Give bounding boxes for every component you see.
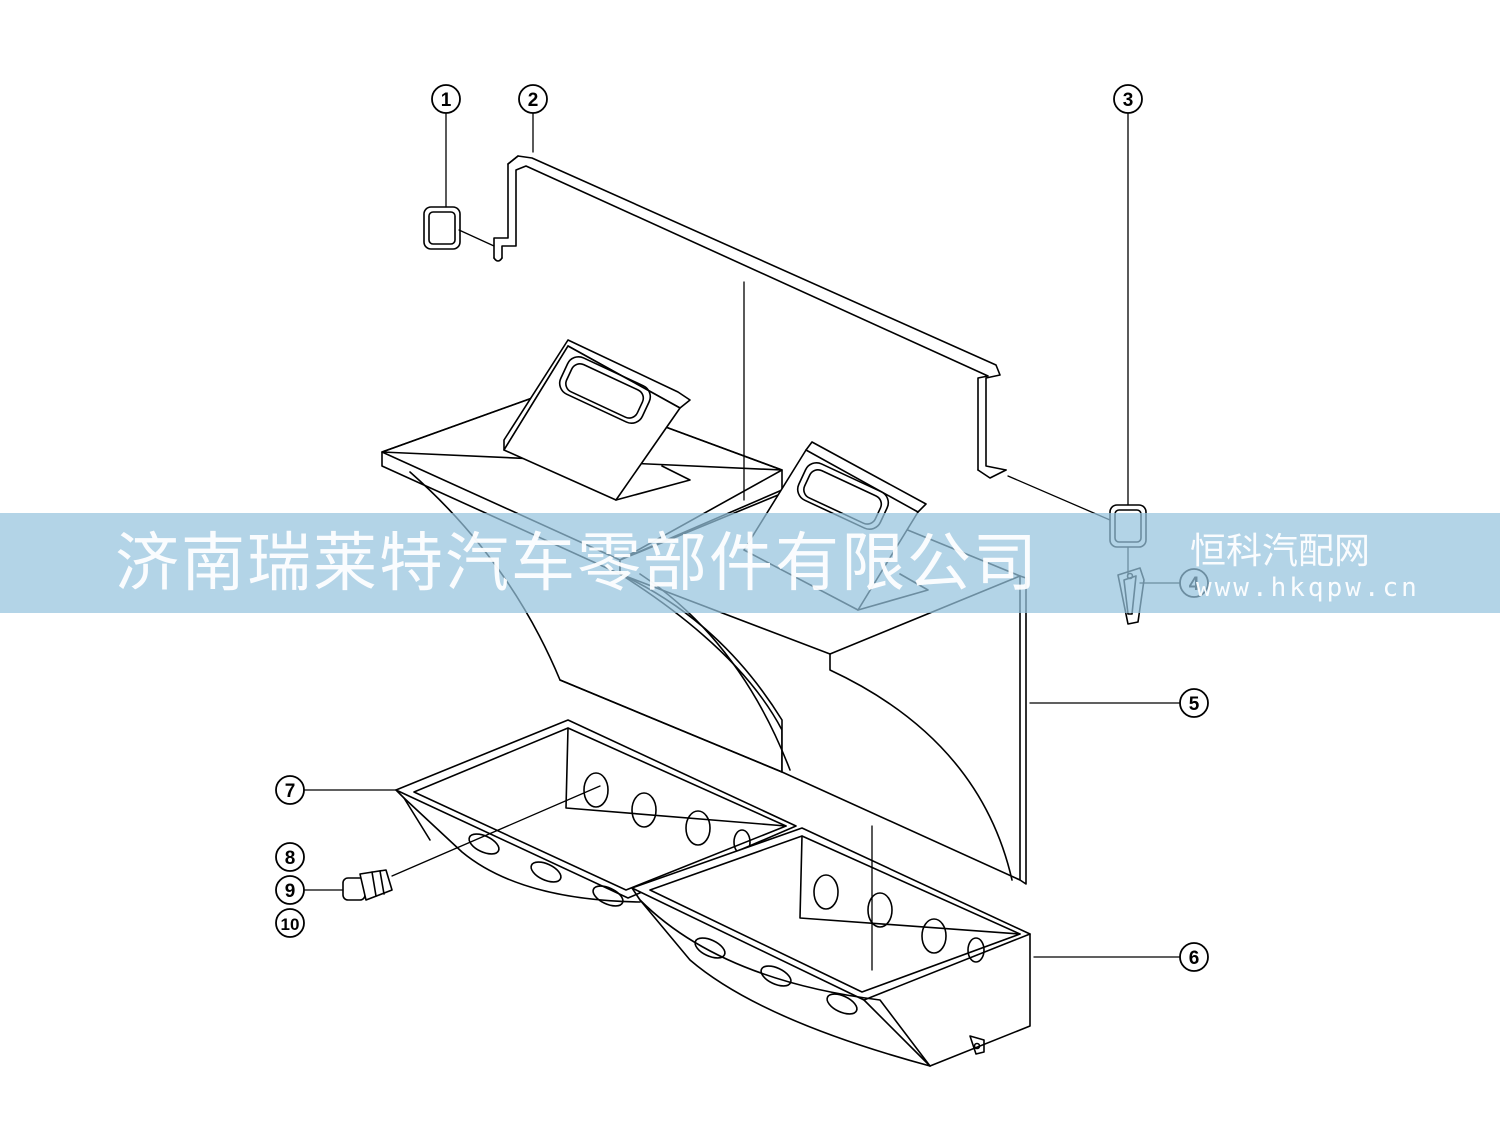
watermark-company-name: 济南瑞莱特汽车零部件有限公司 bbox=[115, 527, 1039, 601]
part-2-strap-bracket bbox=[493, 155, 1007, 479]
callout-8: 8 bbox=[275, 842, 305, 872]
callout-2: 2 bbox=[518, 84, 548, 114]
part-1-square-ring bbox=[423, 206, 461, 250]
watermark-band bbox=[0, 513, 1500, 613]
watermark-site-name: 恒科汽配网 bbox=[1190, 531, 1371, 572]
callout-5: 5 bbox=[1179, 688, 1209, 718]
svg-text:8: 8 bbox=[285, 848, 296, 869]
callout-group: 1 2 3 4 5 6 7 bbox=[275, 84, 1209, 972]
svg-text:10: 10 bbox=[281, 915, 300, 934]
part-6-right-tray bbox=[631, 827, 1031, 1067]
callout-1: 1 bbox=[431, 84, 461, 114]
callout-7: 7 bbox=[275, 775, 305, 805]
watermark-site-url: www.hkqpw.cn bbox=[1196, 573, 1420, 603]
svg-text:5: 5 bbox=[1189, 694, 1200, 715]
svg-text:1: 1 bbox=[441, 90, 452, 111]
callout-3: 3 bbox=[1113, 84, 1143, 114]
callout-10: 10 bbox=[275, 908, 305, 938]
callout-6: 6 bbox=[1179, 942, 1209, 972]
leader-lines bbox=[303, 111, 1181, 971]
callout-9: 9 bbox=[275, 875, 305, 905]
svg-text:9: 9 bbox=[285, 881, 296, 902]
svg-text:2: 2 bbox=[528, 90, 539, 111]
part-7-left-tray bbox=[395, 719, 797, 907]
svg-text:6: 6 bbox=[1189, 948, 1200, 969]
part-9-drain-plug bbox=[342, 869, 393, 901]
svg-text:3: 3 bbox=[1123, 90, 1134, 111]
svg-text:7: 7 bbox=[285, 781, 296, 802]
